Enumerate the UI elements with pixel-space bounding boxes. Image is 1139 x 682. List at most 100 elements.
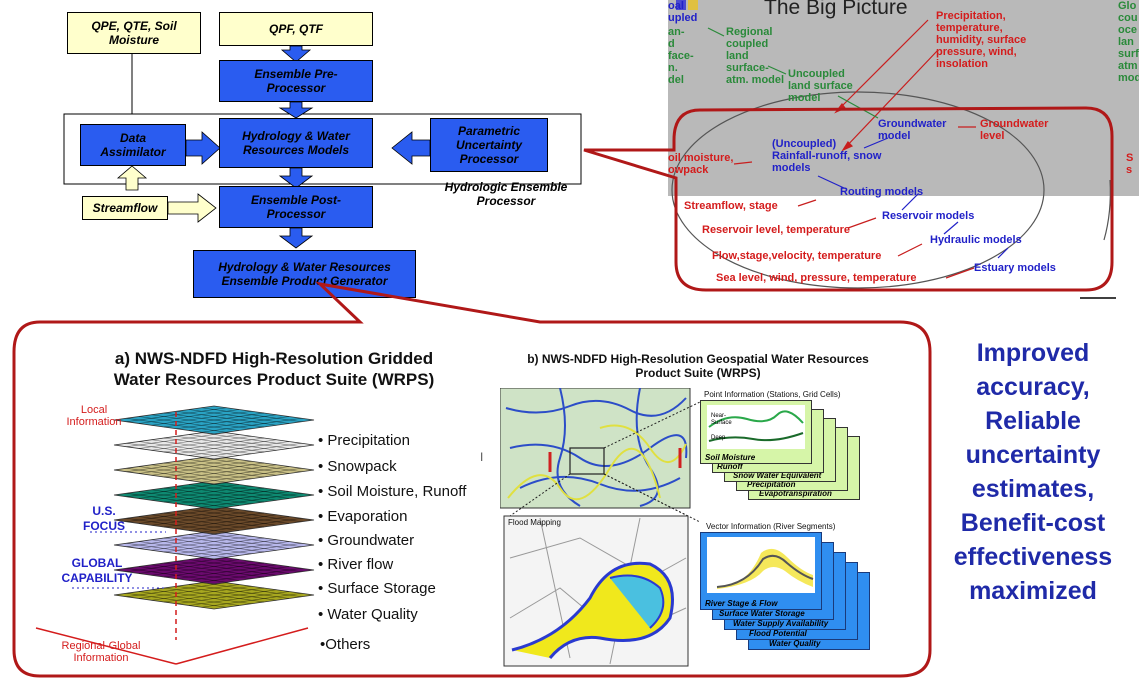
bp-right-frag: Glo xyxy=(1118,0,1137,12)
precip-vars-label: Precipitation, temperature, humidity, su… xyxy=(936,10,1027,70)
uncoupled-land-label: Uncoupled land surface model xyxy=(788,68,853,104)
benefits-line: Benefit-cost xyxy=(960,509,1106,537)
bp-coupled-fragment: upled xyxy=(668,12,698,24)
regional-global-arrow xyxy=(35,627,177,665)
regional-coupled-label: Regional coupled land surface- atm. mode… xyxy=(726,26,785,86)
point-card-label: Evapotranspiration xyxy=(759,489,832,498)
layer-label: • River flow xyxy=(318,556,394,573)
benefits-line: Improved xyxy=(976,339,1090,367)
grid-layer xyxy=(113,430,315,460)
bp-left-frag: an- xyxy=(668,26,685,38)
bp-left-frag: n. xyxy=(668,62,678,74)
benefits-statement: Improved accuracy, Reliable uncertainty … xyxy=(922,336,1139,608)
groundwater-model-label: Groundwater model xyxy=(878,118,947,142)
bp-left-top-fragment: oal xyxy=(668,0,684,12)
uncoupled-rr-label: (Uncoupled) Rainfall-runoff, snow models xyxy=(772,138,882,174)
bp-left-frag: d xyxy=(668,38,675,50)
regional-global-arrow xyxy=(175,627,309,665)
vector-card-label: Surface Water Storage xyxy=(719,609,805,618)
bp-right-frag: oce xyxy=(1118,24,1137,36)
streamflow-box: Streamflow xyxy=(82,196,168,220)
gridded-layer-stack xyxy=(35,405,315,665)
bp-left-col: an- d face- n. del xyxy=(668,26,694,86)
bp-left-frag: del xyxy=(668,74,684,86)
big-picture-gray-band xyxy=(668,0,1139,196)
bp-right-frag: lan xyxy=(1118,36,1134,48)
hydraulic-models-label: Hydraulic models xyxy=(930,234,1022,246)
point-card-label: Precipitation xyxy=(747,480,796,489)
parametric-uncertainty-box: Parametric Uncertainty Processor xyxy=(430,118,548,172)
layer-label: • Soil Moisture, Runoff xyxy=(318,483,467,500)
geospatial-maps xyxy=(500,388,701,667)
benefits-line: uncertainty xyxy=(965,441,1101,469)
panel-b-title-line1: b) NWS-NDFD High-Resolution Geospatial W… xyxy=(527,352,869,366)
bp-left-frag: face- xyxy=(668,50,694,62)
point-card-label: Soil Moisture xyxy=(705,453,756,462)
qpe-box: QPE, QTE, Soil Moisture xyxy=(67,12,201,54)
reservoir-models-label: Reservoir models xyxy=(882,210,975,222)
reservoir-level-label: Reservoir level, temperature xyxy=(702,224,850,236)
benefits-line: effectiveness xyxy=(953,543,1113,571)
layer-label: •Others xyxy=(320,636,371,653)
panel-a-title-line2: Water Resources Product Suite (WRPS) xyxy=(113,370,435,389)
point-card-chart xyxy=(707,405,805,449)
global-capability-label: GLOBAL CAPABILITY xyxy=(61,556,133,585)
grid-layer xyxy=(113,480,315,510)
layer-label: • Snowpack xyxy=(318,458,397,475)
big-picture-panel: oal upled an- d face- n. del The Big Pic… xyxy=(668,0,1139,300)
flowchart-connectors xyxy=(63,45,582,249)
layer-label: • Surface Storage xyxy=(318,580,436,597)
panel-b-title-line2: Product Suite (WRPS) xyxy=(635,366,761,380)
post-processor-box: Ensemble Post-Processor xyxy=(219,186,373,228)
streamflow-stage-label: Streamflow, stage xyxy=(684,200,778,212)
hep-label: Hydrologic Ensemble Processor xyxy=(444,180,568,208)
panel-a-title: a) NWS-NDFD High-Resolution Gridded Wate… xyxy=(54,348,494,390)
layer-label: • Water Quality xyxy=(318,606,418,623)
data-assimilator-box: Data Assimilator xyxy=(80,124,186,166)
bp-right-frag: atm xyxy=(1118,60,1138,72)
local-information-label: Local Information xyxy=(66,404,122,428)
layer-label: • Precipitation xyxy=(318,432,410,449)
point-card-front: Near-Surface Deep Soil Moisture xyxy=(700,400,812,464)
vector-card-chart xyxy=(707,537,815,593)
flood-mapping-label: Flood Mapping xyxy=(508,518,561,527)
vector-info-label: Vector Information (River Segments) xyxy=(706,522,836,531)
soil-moisture-snowpack-label: oil moisture, owpack xyxy=(668,152,734,176)
grid-layer xyxy=(113,555,315,585)
bp-right-frag: surf xyxy=(1118,48,1139,60)
vector-card-label: Water Quality xyxy=(769,639,821,648)
layer-label: • Groundwater xyxy=(318,532,415,549)
deep-label: Deep xyxy=(711,435,726,441)
panel-a-title-line1: a) NWS-NDFD High-Resolution Gridded xyxy=(114,349,434,368)
stray-mark: I xyxy=(480,450,484,464)
bp-right-s: s xyxy=(1126,164,1133,176)
vector-card-stack: Water Quality Flood Potential Water Supp… xyxy=(700,532,880,662)
sea-level-label: Sea level, wind, pressure, temperature xyxy=(716,272,917,284)
grid-layer xyxy=(113,530,315,560)
layer-label: • Evaporation xyxy=(318,508,408,525)
vector-card-label: River Stage & Flow xyxy=(705,599,778,608)
near-surface-label: Near-Surface xyxy=(711,413,732,426)
vector-card-front: River Stage & Flow xyxy=(700,532,822,610)
estuary-models-label: Estuary models xyxy=(974,262,1056,274)
qpf-box: QPF, QTF xyxy=(219,12,373,46)
hydrology-models-box: Hydrology & Water Resources Models xyxy=(219,118,373,168)
panel-b-title: b) NWS-NDFD High-Resolution Geospatial W… xyxy=(496,352,900,380)
bp-right-frag: mod xyxy=(1118,72,1139,84)
benefits-line: accuracy, xyxy=(976,373,1090,401)
vector-card-label: Water Supply Availability xyxy=(733,619,829,628)
benefits-line: Reliable xyxy=(985,407,1081,435)
regional-global-label: Regional-Global Information xyxy=(61,640,141,664)
grid-layer xyxy=(113,505,315,535)
us-focus-label: U.S. FOCUS xyxy=(83,504,125,533)
groundwater-level-label: Groundwater level xyxy=(980,118,1049,142)
grid-layer xyxy=(113,455,315,485)
bp-right-s: S xyxy=(1126,152,1134,164)
big-picture-arrows xyxy=(671,0,1116,299)
bp-right-col: Glo cou oce lan surf atm mod xyxy=(1118,0,1139,84)
benefits-line: maximized xyxy=(969,577,1097,605)
product-generator-box: Hydrology & Water Resources Ensemble Pro… xyxy=(193,250,416,298)
grid-layer xyxy=(113,580,315,610)
point-info-label: Point Information (Stations, Grid Cells) xyxy=(704,390,841,399)
